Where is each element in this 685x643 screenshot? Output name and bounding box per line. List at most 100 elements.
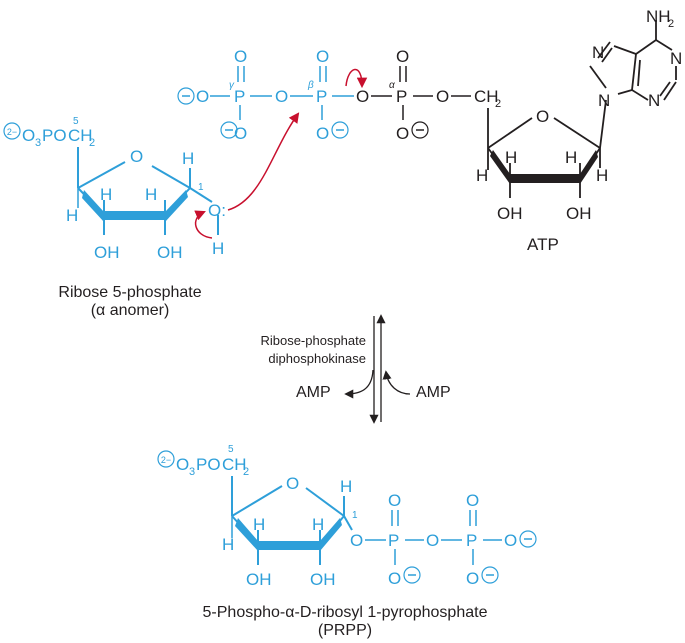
prpp-abbrev-label: (PRPP): [317, 622, 373, 639]
minus-icon: [519, 530, 537, 548]
alpha-ch2-bridge-o: O: [436, 87, 449, 106]
enzyme-name-line2: diphosphokinase: [268, 351, 366, 366]
prpp-c5: 5: [228, 444, 234, 455]
prpp-c4-h: H: [222, 535, 234, 554]
prpp-p1-o-minus: O: [388, 569, 401, 588]
ribose-5-phosphate-label: Ribose 5-phosphate: [58, 284, 202, 301]
charge-2-icon: [157, 450, 175, 468]
prpp-ring-oxygen: O: [286, 474, 299, 493]
alpha-o-double: O: [396, 47, 409, 66]
gamma-phosphorus: P: [234, 87, 245, 106]
minus-icon: [403, 566, 421, 584]
adenine-n7: N: [592, 43, 604, 62]
c3-h: H: [100, 185, 112, 204]
gamma-o-terminal: O: [196, 87, 209, 106]
prpp-charge-label: 2−: [161, 455, 171, 465]
prpp-p2: P: [466, 531, 477, 550]
atp-c2-oh: OH: [566, 204, 592, 223]
nucleophilic-attack-arrow: [227, 112, 300, 211]
po-label: PO: [42, 126, 67, 145]
enzyme-name-line1: Ribose-phosphate: [260, 333, 366, 348]
prpp-ch2-subscript: 2: [243, 466, 249, 478]
gamma-label: γ: [229, 80, 235, 91]
prpp-c3-h: H: [253, 515, 265, 534]
prpp-ch2: CH: [222, 455, 247, 474]
atp-nucleoside: O H H H H OH OH NH 2 N N N N ATP: [476, 7, 682, 254]
minus-icon: [177, 87, 195, 105]
atp-c4-h: H: [476, 166, 488, 185]
prpp-o3-subscript: 3: [189, 466, 195, 478]
charge-label: 2−: [7, 127, 17, 137]
amp-reactant-label: AMP: [416, 384, 451, 401]
alpha-label: α: [389, 80, 395, 91]
ribose-5-phosphate-caption: Ribose 5-phosphate (α anomer): [30, 284, 230, 320]
gamma-o-double: O: [234, 47, 247, 66]
atp-c3-h: H: [505, 148, 517, 167]
ring-oxygen: O: [130, 147, 143, 166]
hydroxyl-h: H: [212, 239, 224, 258]
c4-h: H: [66, 206, 78, 225]
prpp-name-label: 5-Phospho-α-D-ribosyl 1-pyrophosphate: [202, 604, 488, 621]
atp-ring-oxygen: O: [536, 107, 549, 126]
beta-phosphorus: P: [316, 87, 327, 106]
proton-arrow: [194, 210, 213, 239]
c5-label: 5: [73, 116, 79, 127]
beta-label: β: [307, 80, 314, 91]
adenine-n3: N: [648, 91, 660, 110]
ribose-5-phosphate: 2− O 3 PO CH 2 5 O H 1 O: H: [3, 116, 226, 262]
prpp-po: PO: [196, 455, 221, 474]
mechanism-arrows: [194, 68, 368, 239]
minus-icon: [481, 566, 499, 584]
prpp-c1-h: H: [340, 477, 352, 496]
prpp-p1: P: [388, 531, 399, 550]
prpp-terminal-o: O: [504, 531, 517, 550]
c1-h: H: [182, 149, 194, 168]
prpp-c2-h: H: [312, 515, 324, 534]
prpp-bridge-o: O: [426, 531, 439, 550]
amp-in-arrow: [382, 370, 411, 395]
bond-break-arrow: [345, 68, 368, 89]
prpp-p2-o-double: O: [466, 491, 479, 510]
beta-alpha-bridge-o: O: [356, 87, 369, 106]
o3-label: O: [22, 126, 35, 145]
atp-ch2-subscript: 2: [495, 98, 501, 110]
c3-oh: OH: [94, 243, 120, 262]
nh2-subscript: 2: [668, 18, 674, 30]
atp-c1-h: H: [596, 166, 608, 185]
c2-h: H: [145, 185, 157, 204]
amp-out-arrow: [344, 369, 374, 399]
alpha-anomer-label: (α anomer): [90, 302, 170, 319]
prpp-caption: 5-Phospho-α-D-ribosyl 1-pyrophosphate (P…: [120, 604, 570, 640]
beta-o-double: O: [316, 47, 329, 66]
atp-c3-oh: OH: [497, 204, 523, 223]
prpp-c3-oh: OH: [246, 570, 272, 589]
prpp-c1-label: 1: [352, 510, 358, 521]
atp-c2-h: H: [565, 148, 577, 167]
charge-2-icon: [3, 122, 21, 140]
prpp-p1-o-double: O: [388, 491, 401, 510]
ch2-label: CH: [68, 126, 93, 145]
c2-oh: OH: [157, 243, 183, 262]
nh2-label: NH: [646, 7, 671, 26]
enzyme-caption: Ribose-phosphate diphosphokinase: [226, 332, 366, 368]
prpp-c1-o: O: [350, 531, 363, 550]
prpp-p2-o-minus: O: [466, 569, 479, 588]
prpp: 2− O 3 PO CH 2 5 O H 1 H H H OH: [157, 444, 537, 589]
minus-icon: [411, 121, 429, 139]
adenine-n1: N: [670, 49, 682, 68]
alpha-o-minus: O: [396, 124, 409, 143]
adenine-n9: N: [598, 91, 610, 110]
minus-icon: [220, 121, 238, 139]
nucleophile-oxygen: O:: [208, 201, 226, 220]
equilibrium-arrows: [344, 314, 411, 424]
atp-label: ATP: [527, 235, 559, 254]
prpp-c2-oh: OH: [310, 570, 336, 589]
ch2-subscript: 2: [89, 137, 95, 149]
c1-label: 1: [198, 182, 204, 193]
gamma-beta-bridge-o: O: [275, 87, 288, 106]
amp-product-label: AMP: [296, 384, 331, 401]
prpp-o3: O: [176, 455, 189, 474]
beta-o-minus: O: [316, 124, 329, 143]
alpha-phosphorus: P: [396, 87, 407, 106]
minus-icon: [331, 121, 349, 139]
